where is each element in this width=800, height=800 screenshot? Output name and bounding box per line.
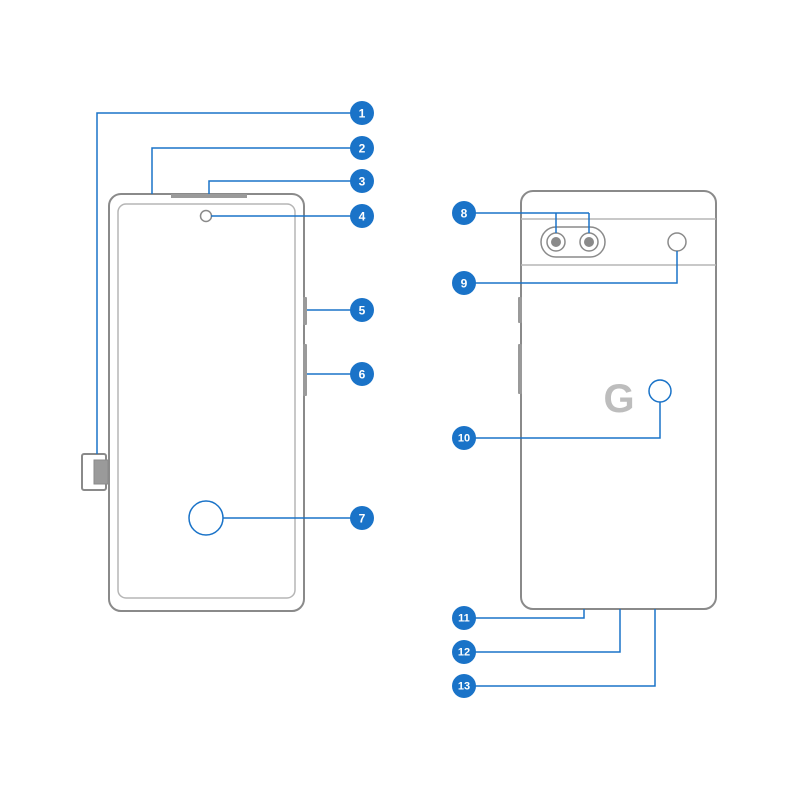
leader-line-10 xyxy=(464,402,661,439)
callout-circle xyxy=(452,426,476,450)
callout-circle xyxy=(350,101,374,125)
leader-line-3 xyxy=(208,180,360,194)
callout-number: 1 xyxy=(359,107,366,121)
callout-number: 4 xyxy=(359,210,366,224)
callout-badge-7: 7 xyxy=(350,506,374,530)
callout-number: 5 xyxy=(359,304,366,318)
volume-buttons xyxy=(303,344,307,396)
callout-badge-10: 10 xyxy=(452,426,476,450)
callout-circle xyxy=(350,136,374,160)
callout-number: 7 xyxy=(359,512,366,526)
leader-line-13 xyxy=(464,609,656,687)
callout-number: 12 xyxy=(458,647,470,659)
back-callout-badges: 8 9 10 11 12 13 xyxy=(452,201,476,698)
callout-number: 13 xyxy=(458,681,470,693)
callout-circle xyxy=(350,169,374,193)
back-phone-body xyxy=(520,190,717,610)
callout-circle xyxy=(452,640,476,664)
leader-line-2 xyxy=(151,147,360,194)
callout-number: 3 xyxy=(359,175,366,189)
callout-circle xyxy=(452,271,476,295)
callout-number: 9 xyxy=(461,277,468,291)
callout-circle xyxy=(350,506,374,530)
callout-circle xyxy=(452,201,476,225)
rear-camera-lens-2-inner xyxy=(584,237,594,247)
callout-badge-9: 9 xyxy=(452,271,476,295)
rear-flash xyxy=(667,232,687,252)
front-display xyxy=(117,203,296,599)
callout-circle xyxy=(350,204,374,228)
callout-badge-5: 5 xyxy=(350,298,374,322)
front-phone-body xyxy=(108,193,305,612)
phone-front-view xyxy=(81,193,307,612)
callout-number: 8 xyxy=(461,207,468,221)
sim-tray xyxy=(81,453,109,491)
callout-badge-2: 2 xyxy=(350,136,374,160)
fingerprint-sensor xyxy=(188,500,224,536)
leader-line-11 xyxy=(464,609,585,619)
back-power-button xyxy=(518,297,522,323)
callout-circle xyxy=(350,298,374,322)
callout-circle xyxy=(452,674,476,698)
callout-number: 6 xyxy=(359,368,366,382)
callout-number: 11 xyxy=(458,613,470,625)
rear-camera-lens-1-inner xyxy=(551,237,561,247)
callout-badge-13: 13 xyxy=(452,674,476,698)
leader-lines xyxy=(96,112,678,687)
callout-badge-4: 4 xyxy=(350,204,374,228)
callout-circle xyxy=(452,606,476,630)
callout-badge-11: 11 xyxy=(452,606,476,630)
leader-line-9 xyxy=(464,251,678,284)
callout-badge-6: 6 xyxy=(350,362,374,386)
front-camera xyxy=(199,209,213,223)
phone-back-view: G xyxy=(518,190,717,610)
callout-circle xyxy=(350,362,374,386)
callout-number: 2 xyxy=(359,142,366,156)
power-button xyxy=(303,297,307,325)
callout-badge-8: 8 xyxy=(452,201,476,225)
callout-badge-3: 3 xyxy=(350,169,374,193)
back-volume-buttons xyxy=(518,344,522,394)
callout-badge-12: 12 xyxy=(452,640,476,664)
leader-line-1 xyxy=(96,112,360,454)
front-callout-badges: 1 2 3 4 5 6 7 xyxy=(350,101,374,530)
callout-badge-1: 1 xyxy=(350,101,374,125)
callout-number: 10 xyxy=(458,433,470,445)
google-logo: G xyxy=(603,377,634,421)
nfc-sensor xyxy=(648,379,672,403)
leader-line-12 xyxy=(464,609,621,653)
earpiece-speaker xyxy=(171,194,247,198)
